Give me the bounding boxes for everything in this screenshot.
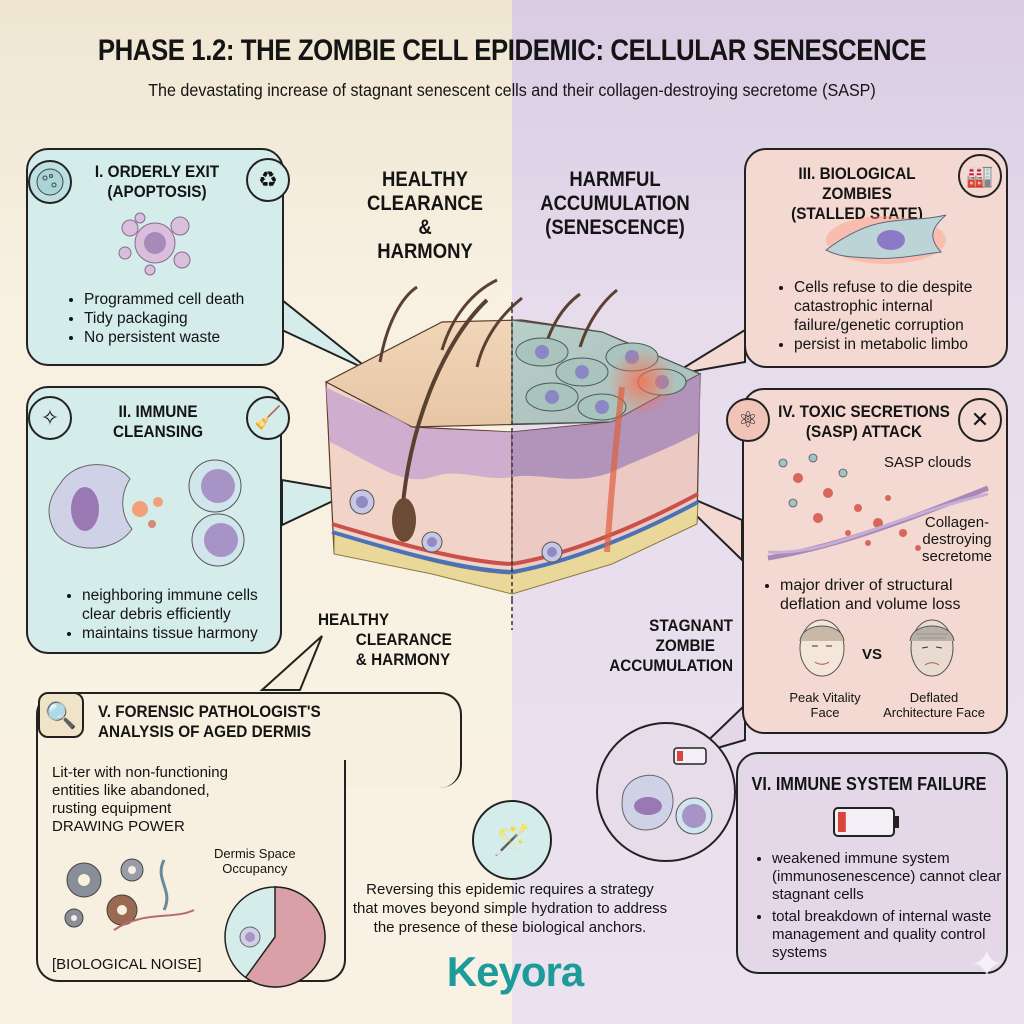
panel-title: IV. TOXIC SECRETIONS(SASP) ATTACK (778, 402, 950, 441)
apoptotic-cell-illustration (118, 212, 191, 276)
panel-title: III. BIOLOGICAL ZOMBIES(STALLED STATE) (791, 164, 923, 223)
dermis-occupancy-pie (224, 886, 326, 988)
sparkle-watermark-icon: ✦ (970, 943, 1004, 987)
sasp-illustration (767, 453, 989, 561)
peak-vitality-face (799, 619, 845, 677)
broom-icon: 🧹 (246, 396, 290, 440)
inflammation-glow (608, 348, 676, 416)
hair (378, 285, 418, 363)
deflated-architecture-face (909, 619, 955, 677)
biological-noise-label: [BIOLOGICAL NOISE] (52, 956, 202, 973)
skin-cross-section-illustration (324, 278, 702, 602)
bullet-list: Programmed cell death Tidy packaging No … (66, 290, 244, 347)
vs-label: VS (862, 646, 883, 663)
pointer-forensic (259, 635, 323, 691)
senescent-cell-illustration (825, 214, 947, 264)
molecule-icon: ⚛ (726, 398, 770, 442)
panel-immune-failure: VI. IMMUNE SYSTEM FAILURE weakened immun… (736, 752, 1008, 974)
wand-icon: 🪄 (472, 800, 552, 880)
divider-line-lower (511, 600, 513, 630)
pie-senescent-slice (244, 886, 326, 988)
immune-cells-illustration (48, 459, 245, 567)
biological-noise-illustration (64, 858, 195, 931)
footer-text: Reversing this epidemic requires a strat… (352, 881, 668, 936)
page-subtitle: The devastating increase of stagnant sen… (148, 80, 876, 100)
bullet-list: major driver of structural deflation and… (762, 576, 1006, 614)
cell-icon (28, 160, 72, 204)
panel-toxic-secretions: IV. TOXIC SECRETIONS(SASP) ATTACK SASP c… (742, 388, 1008, 734)
immune-failure-bubble (596, 722, 736, 862)
bullet-list: Cells refuse to die despite catastrophic… (776, 278, 1006, 354)
epidermis-layer (326, 387, 512, 480)
sparkle-icon: ✧ (28, 396, 72, 440)
bullet-list: weakened immune system (immunosenescence… (754, 850, 1006, 962)
collision-icon: ✕ (958, 398, 1002, 442)
page-title: PHASE 1.2: THE ZOMBIE CELL EPIDEMIC: CEL… (97, 34, 927, 67)
panel-title: VI. IMMUNE SYSTEM FAILURE (751, 774, 987, 794)
factory-icon: 🏭 (958, 154, 1002, 198)
exhausted-immune-cells (621, 747, 713, 835)
magnifier-icon: 🔍 (38, 692, 84, 738)
battery-low-icon (833, 807, 899, 837)
recycle-icon: ♻ (246, 158, 290, 202)
battery-level-fill (838, 812, 846, 832)
bullet-list: neighboring immune cells clear debris ef… (64, 586, 280, 643)
keyora-logo: Keyora (446, 948, 584, 995)
sasp-clouds-label: SASP clouds (884, 454, 972, 471)
panel-title: I. ORDERLY EXIT(APOPTOSIS) (94, 162, 220, 201)
